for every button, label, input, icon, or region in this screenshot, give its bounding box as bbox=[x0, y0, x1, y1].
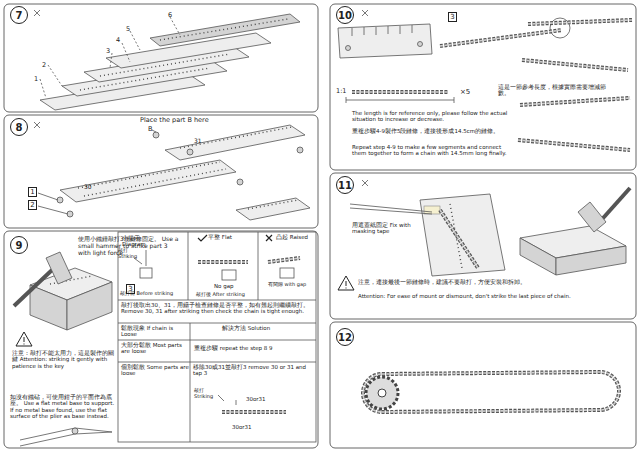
step-number: 9 bbox=[10, 236, 28, 254]
step-number: 12 bbox=[336, 328, 354, 346]
panel-frame bbox=[4, 231, 318, 448]
text-label: 小提示 Diagram bbox=[122, 235, 162, 248]
panel-frame bbox=[4, 4, 318, 112]
tool-icon bbox=[34, 10, 368, 186]
step-number: 8 bbox=[10, 118, 28, 136]
text-label: 重複步驟 repeat the step 8 9 bbox=[194, 345, 314, 351]
text-label: 有間隙 with gap bbox=[268, 282, 314, 288]
step-number: 11 bbox=[336, 176, 354, 194]
text-label: 解決方法 Solution bbox=[222, 325, 302, 331]
pliers bbox=[20, 428, 112, 446]
node-text: 10 bbox=[338, 10, 352, 21]
text-label: ×5 bbox=[460, 88, 480, 96]
callout-number: 2 bbox=[28, 200, 37, 210]
text-label: 平整 Flat bbox=[208, 234, 252, 240]
table-grid bbox=[118, 232, 316, 442]
text-label: 注意：敲打不能太用力，這是製作的關鍵 Attention: striking i… bbox=[12, 350, 114, 369]
text-label: 5 bbox=[126, 26, 136, 33]
hammer-anvil bbox=[14, 252, 112, 346]
panel-frame bbox=[330, 173, 636, 319]
text-label: 敲打後取出30、31，用鑷子檢查鏈條是否平整，如有翹起則繼續敲打。 Remove… bbox=[121, 302, 315, 315]
text-label: 注意，連接最後一節鏈條時，建議不要敲打，方便安裝和拆卸。 bbox=[358, 279, 628, 285]
node-text: 2 bbox=[30, 201, 34, 209]
node-text: 7 bbox=[16, 10, 23, 21]
text-label: 用遮蓋紙固定 Fix with masking tape bbox=[352, 222, 416, 235]
text-label: 敲打 Striking bbox=[118, 248, 142, 260]
text-label: Place the part B here bbox=[140, 117, 240, 124]
text-label: Repeat step 4-9 to make a few segments a… bbox=[352, 144, 512, 157]
text-label: 1 bbox=[34, 76, 44, 83]
text-label: 4 bbox=[116, 37, 126, 44]
text-label: 31 bbox=[194, 138, 208, 145]
plate-assembly bbox=[38, 125, 310, 220]
text-label: 個別鬆散 Some parts are loose bbox=[121, 364, 189, 377]
callout-number: 1 bbox=[28, 187, 37, 197]
text-label: 敲打後 After striking bbox=[196, 292, 286, 298]
text-label: 大部分鬆散 Most parts are loose bbox=[121, 342, 189, 355]
text-label: 這是一節參考長度，根據實際需要增減節數。 bbox=[498, 84, 610, 97]
text-label: 1:1 bbox=[336, 88, 356, 95]
node-text: 3 bbox=[450, 13, 454, 21]
text-label: 敲打 Striking bbox=[194, 388, 224, 400]
text-label: The length is for reference only, please… bbox=[352, 110, 532, 123]
panel-frame bbox=[330, 322, 636, 448]
text-label: 重複步驟4-9製作5段鏈條，連接後形成14.5cm的鏈條。 bbox=[352, 128, 512, 134]
text-label: 敲打前 Before striking bbox=[120, 291, 180, 297]
text-label: 如沒有鐵砧，可使用鉗子的平面作為底座。 Use a flat metal bas… bbox=[10, 394, 116, 419]
text-label: No gap bbox=[214, 283, 248, 289]
node-text: 12 bbox=[338, 332, 352, 343]
sprocket bbox=[366, 377, 398, 409]
comb-plate bbox=[338, 18, 570, 103]
node-text: 1 bbox=[30, 188, 34, 196]
panel-frame bbox=[330, 4, 636, 170]
text-label: 凸起 Raised bbox=[276, 234, 316, 240]
exploded-plates bbox=[40, 14, 300, 110]
text-label: 30or31 bbox=[232, 424, 264, 430]
text-label: 移除30或31並敲打3 remove 30 or 31 and tap 3 bbox=[193, 364, 315, 377]
text-label: B bbox=[148, 126, 158, 133]
panel-frame bbox=[4, 115, 318, 228]
text-label: 3 bbox=[106, 48, 116, 55]
text-label: 6 bbox=[168, 12, 178, 19]
text-label: 30or31 bbox=[246, 396, 278, 402]
text-label: 2 bbox=[42, 62, 52, 69]
board-tweezers bbox=[338, 188, 630, 290]
callout-number: 3 bbox=[448, 12, 457, 22]
node-text: 9 bbox=[16, 240, 23, 251]
text-label: Attention: For ease of mount or dismount… bbox=[358, 293, 608, 299]
step-number: 10 bbox=[336, 6, 354, 24]
text-label: 鬆散現象 If chain is Loose bbox=[121, 325, 189, 338]
step-number: 7 bbox=[10, 6, 28, 24]
node-text: 11 bbox=[338, 180, 352, 191]
text-label: 30 bbox=[84, 184, 98, 191]
node-text: 8 bbox=[16, 122, 23, 133]
